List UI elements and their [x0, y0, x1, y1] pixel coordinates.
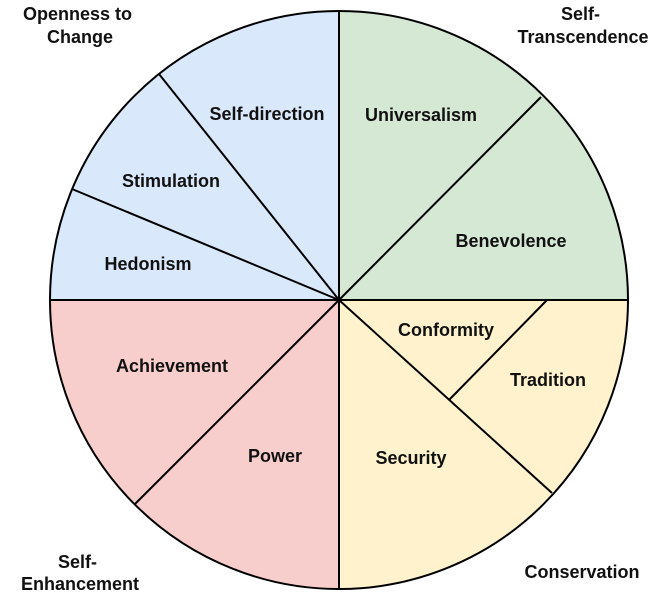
segment-label-conformity: Conformity — [398, 320, 494, 340]
segment-label-power: Power — [248, 446, 302, 466]
segment-label-benevolence: Benevolence — [455, 231, 566, 251]
segment-label-achievement: Achievement — [116, 356, 228, 376]
segment-label-self-direction: Self-direction — [209, 104, 324, 124]
quadrant-openness — [50, 11, 339, 300]
segment-label-security: Security — [375, 448, 446, 468]
divider-lines — [50, 11, 628, 589]
group-label-self-enhancement: Self- Enhancement — [21, 552, 139, 594]
divider-stimulation-hedonism — [71, 188, 340, 301]
group-label-openness: Openness to Change — [23, 4, 137, 47]
group-label-conservation: Conservation — [524, 562, 639, 582]
quadrant-conservation — [339, 300, 628, 589]
divider-self-direction-stimulation — [158, 73, 340, 301]
segment-label-stimulation: Stimulation — [122, 171, 220, 191]
segment-label-universalism: Universalism — [365, 105, 477, 125]
segment-label-hedonism: Hedonism — [104, 254, 191, 274]
divider-achievement-power — [134, 299, 340, 505]
group-label-self-transcendence: Self- Transcendence — [517, 4, 648, 47]
divider-universalism-benevolence — [338, 96, 542, 301]
divider-conformity-tradition — [448, 299, 548, 401]
segment-label-tradition: Tradition — [510, 370, 586, 390]
divider-security-tradition — [338, 299, 553, 494]
